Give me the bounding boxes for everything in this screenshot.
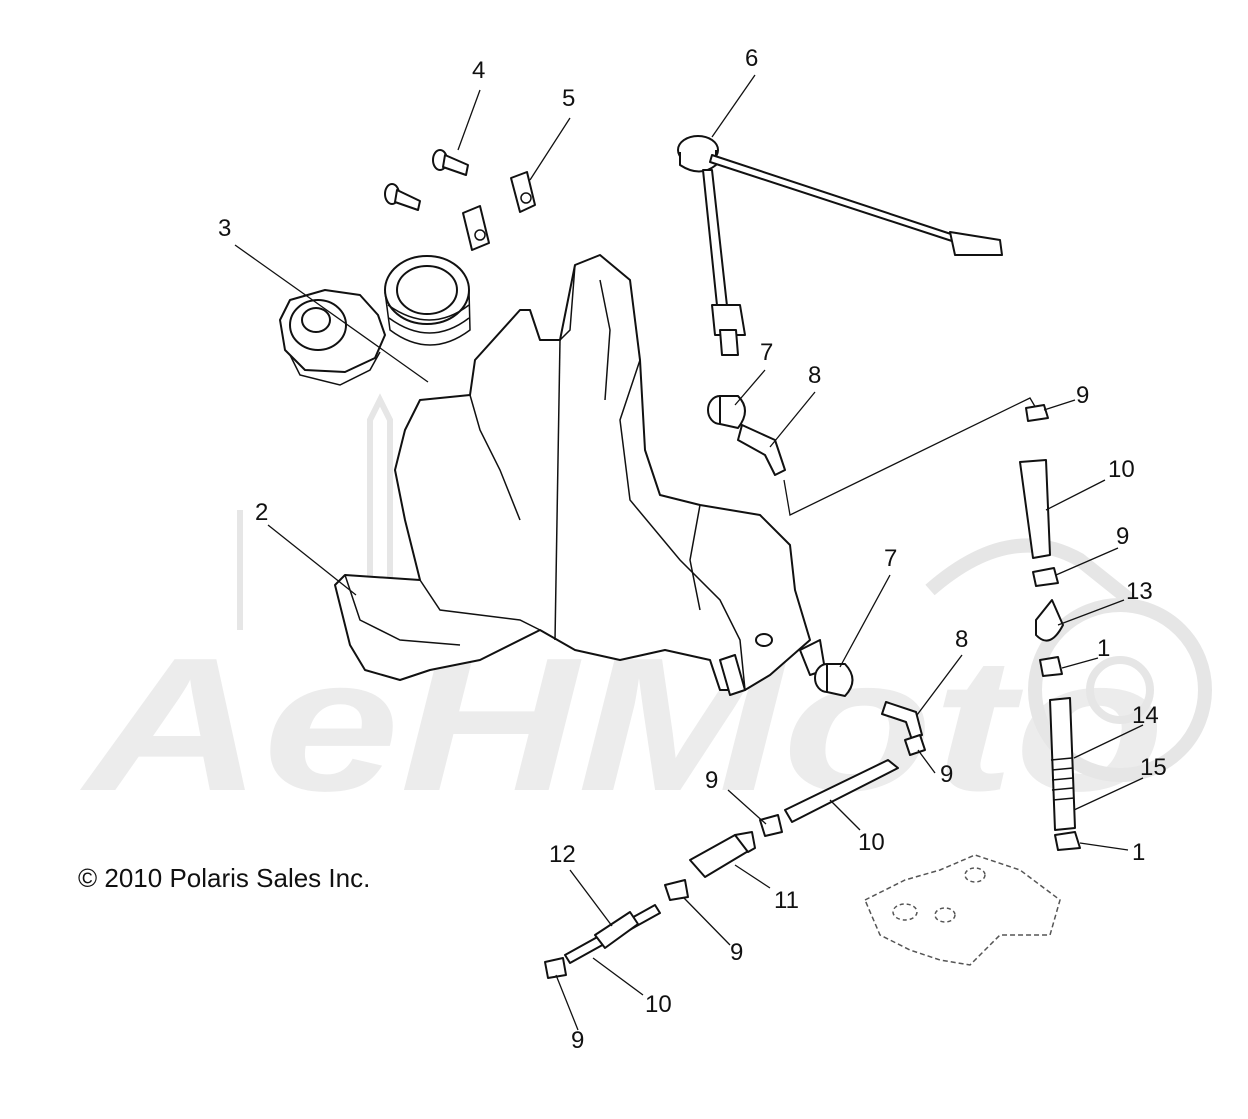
callout-10-bottom: 10 (645, 991, 672, 1018)
clip-nut-part-5 (462, 171, 536, 251)
callout-9-left: 9 (705, 767, 718, 794)
callout-15: 15 (1140, 754, 1167, 781)
callout-8-upper: 8 (808, 362, 821, 389)
fuel-sender (677, 135, 1003, 356)
callout-8-lower: 8 (955, 626, 968, 653)
callout-4: 4 (472, 57, 485, 84)
callout-9-lower: 9 (730, 939, 743, 966)
callout-2: 2 (255, 499, 268, 526)
callout-10-mid: 10 (858, 829, 885, 856)
grommet-part-7 (707, 395, 854, 697)
callout-7-upper: 7 (760, 339, 773, 366)
callout-12: 12 (549, 841, 576, 868)
copyright-notice: © 2010 Polaris Sales Inc. (78, 863, 370, 893)
callout-13: 13 (1126, 578, 1153, 605)
callout-11: 11 (774, 887, 799, 914)
fuel-cap (279, 289, 386, 386)
callout-9-mid: 9 (1116, 523, 1129, 550)
vent-line-leader (783, 397, 1041, 516)
callout-3: 3 (218, 215, 231, 242)
fuel-line-assembly (544, 734, 926, 979)
mounting-bracket (864, 854, 1061, 966)
fuel-tank (334, 254, 826, 696)
filler-neck (384, 255, 471, 346)
callout-7-lower: 7 (884, 545, 897, 572)
callout-9-right: 9 (940, 761, 953, 788)
vent-hose-assembly (1019, 404, 1081, 851)
callout-1-upper: 1 (1097, 635, 1110, 662)
callout-10-top: 10 (1108, 456, 1135, 483)
callout-14: 14 (1132, 702, 1159, 729)
watermark-bike-frame (925, 538, 1135, 606)
callout-5: 5 (562, 85, 575, 112)
screw-part-4 (384, 149, 469, 211)
callout-6: 6 (745, 45, 758, 72)
leader-lines (234, 74, 1144, 1031)
callout-9-bottom: 9 (571, 1027, 584, 1054)
watermark-wheel (1028, 598, 1212, 782)
callout-9-top: 9 (1076, 382, 1089, 409)
callout-1-lower: 1 (1132, 839, 1145, 866)
callout-labels: 4 5 6 3 2 7 8 7 8 9 10 9 13 1 14 15 1 9 … (218, 45, 1167, 1054)
